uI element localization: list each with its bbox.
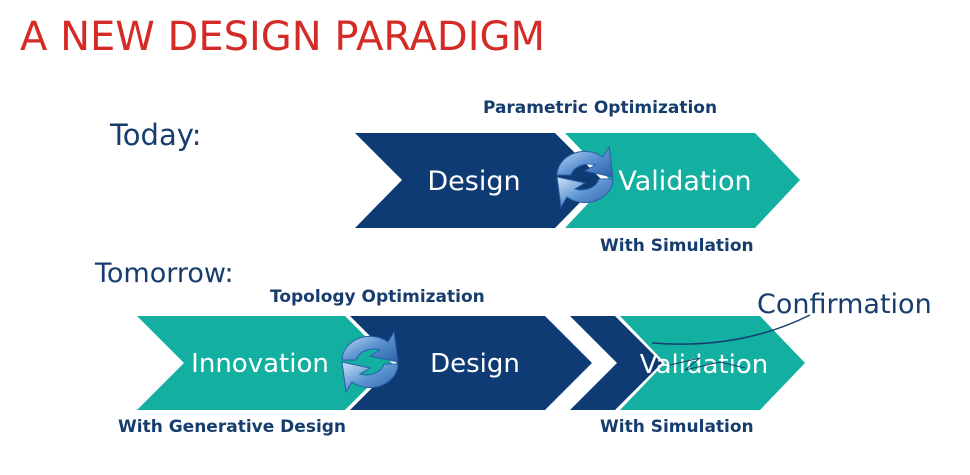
design-stage-label-2: Design	[430, 349, 520, 379]
annotation-curve	[651, 314, 811, 345]
refresh-icon	[556, 145, 614, 209]
slide-title: A NEW DESIGN PARADIGM	[20, 14, 545, 60]
refresh-icon-2	[341, 330, 399, 394]
parametric-optimization-label: Parametric Optimization	[483, 98, 717, 118]
innovation-chevron	[137, 316, 392, 410]
design-chevron-2	[350, 316, 592, 410]
tomorrow-label: Tomorrow:	[94, 258, 234, 289]
validation-stage-label-2: Validation	[640, 350, 768, 380]
with-generative-design-label: With Generative Design	[118, 417, 346, 437]
innovation-stage-label: Innovation	[191, 349, 329, 379]
with-simulation-label: With Simulation	[600, 236, 754, 256]
design-chevron	[355, 133, 602, 228]
confirmation-chevron	[570, 316, 662, 410]
topology-optimization-label: Topology Optimization	[270, 287, 485, 307]
confirmation-annotation: Confirmation	[757, 289, 932, 320]
validation-stage-label: Validation	[618, 166, 751, 197]
validation-chevron-2	[620, 316, 805, 410]
design-stage-label: Design	[427, 166, 520, 197]
today-label: Today:	[109, 118, 202, 152]
validation-chevron	[565, 133, 800, 228]
annotation-scribble	[669, 357, 746, 371]
with-simulation-label-2: With Simulation	[600, 417, 754, 437]
